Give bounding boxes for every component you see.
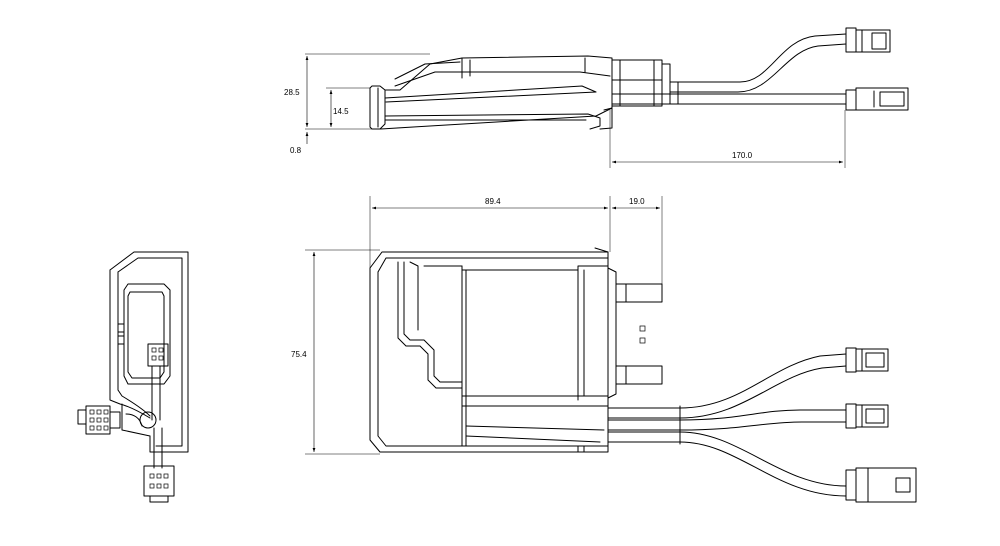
dim-side-height-total: 28.5 (284, 88, 300, 97)
dim-side-offset: 0.8 (290, 146, 302, 155)
end-view (77, 251, 189, 503)
side-view: 28.5 14.5 0.8 170.0 (284, 27, 909, 168)
dim-body-length: 89.4 (485, 197, 501, 206)
dim-cable-length: 170.0 (732, 151, 753, 160)
dim-connector-length: 19.0 (629, 197, 645, 206)
dim-side-height-inner: 14.5 (333, 107, 349, 116)
top-view: 89.4 19.0 75.4 (291, 196, 917, 503)
dim-body-width: 75.4 (291, 350, 307, 359)
